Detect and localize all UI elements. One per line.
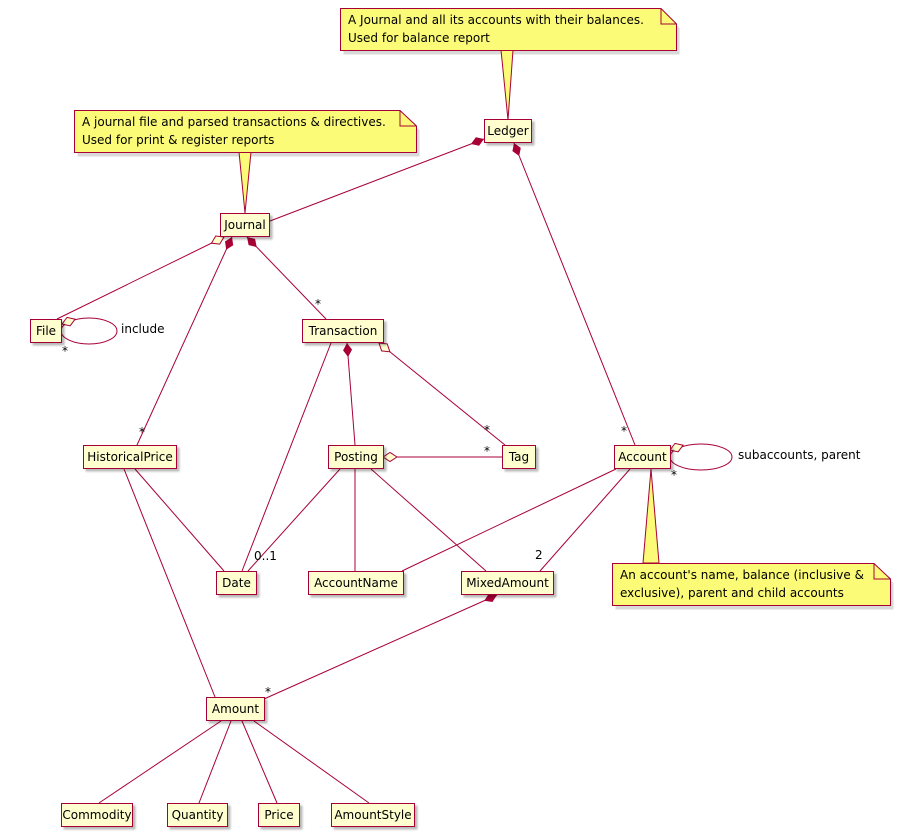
composition-diamond-icon [225,237,234,250]
class-file: File [30,319,62,343]
edge-transaction-posting [346,342,356,446]
class-historicalprice: HistoricalPrice [83,445,177,469]
note-journal-line1: A journal file and parsed transactions &… [82,115,386,129]
class-accountname: AccountName [308,571,404,595]
note-journal-line2: Used for print & register reports [82,133,275,147]
multiplicity-amount-many: * [265,685,271,699]
class-journal: Journal [220,213,270,237]
multiplicity-account-loop-many: * [671,468,677,482]
composition-diamond-icon [484,593,497,602]
edge-journal-file [56,236,225,320]
multiplicity-account-many: * [621,424,627,438]
class-mixedamount: MixedAmount [461,571,554,595]
multiplicity-posting-tag-many: * [484,444,490,458]
class-quantity: Quantity [167,803,228,827]
note-ledger-line1: A Journal and all its accounts with thei… [348,13,644,27]
composition-diamond-icon [470,137,484,146]
edge-transaction-tag [378,342,506,446]
edge-posting-mixedamount [370,468,487,572]
multiplicity-historicalprice-many: * [139,425,145,439]
edge-journal-transaction [246,236,327,320]
edge-amount-quantity [198,720,232,804]
note-tail-account [642,468,660,564]
class-account: Account [614,445,671,469]
edge-ledger-journal [269,138,485,222]
class-ledger: Ledger [484,119,532,143]
composition-diamond-icon [512,143,521,156]
edge-account-mixedamount [539,468,631,572]
class-date: Date [216,571,257,595]
class-posting: Posting [328,445,384,469]
note-journal-body [74,110,417,153]
note-journal: A journal file and parsed transactions &… [74,110,416,152]
note-tail-ledger [500,49,514,121]
note-account-body [612,563,891,606]
composition-diamond-icon [247,237,257,248]
composition-diamond-icon [343,343,353,357]
note-shadows [77,12,894,610]
label-subaccounts-parent: subaccounts, parent [738,448,861,462]
note-account: An account's name, balance (inclusive & … [612,563,890,605]
note-account-line1: An account's name, balance (inclusive & [620,568,864,582]
note-ledger-fold-icon [660,8,677,25]
note-account-line2: exclusive), parent and child accounts [620,586,844,600]
note-account-fold-icon [873,563,891,580]
edge-account-accountname [401,468,617,572]
note-tails [238,49,660,564]
relationship-diamonds [61,137,685,602]
multiplicity-file-many: * [62,344,68,358]
aggregation-diamond-icon [669,442,685,453]
aggregation-diamond-icon [382,451,398,463]
class-commodity: Commodity [61,803,133,827]
note-bodies [74,8,891,606]
class-amountstyle: AmountStyle [331,803,415,827]
aggregation-diamond-icon [61,316,77,327]
association-lines [56,138,733,804]
class-tag: Tag [502,445,536,469]
edge-amount-commodity [98,720,222,804]
note-ledger-line2: Used for balance report [348,31,490,45]
edge-transaction-date [241,342,332,572]
class-transaction: Transaction [302,319,384,343]
edge-historicalprice-date [134,468,225,572]
edge-amount-price [241,720,278,804]
edge-ledger-account [513,142,636,446]
note-journal-fold-icon [399,110,417,127]
multiplicity-transaction-many: * [315,297,321,311]
class-amount: Amount [206,697,265,721]
edge-posting-date [247,468,341,572]
edge-amount-amountstyle [253,720,370,804]
class-price: Price [258,803,300,827]
edge-mixedamount-amount [263,594,498,700]
multiplicity-account-mixedamount-two: 2 [535,548,543,562]
note-ledger-body [340,8,677,51]
multiplicity-posting-date-optional: 0..1 [254,549,277,563]
note-tail-journal [238,151,252,214]
aggregation-diamond-icon [378,342,391,353]
aggregation-diamond-icon [210,235,225,245]
edge-historicalprice-amount [123,468,216,698]
label-include: include [121,322,165,336]
edge-journal-historicalprice [136,236,233,446]
multiplicity-transaction-tag-many: * [484,423,490,437]
note-ledger: A Journal and all its accounts with thei… [340,8,676,50]
